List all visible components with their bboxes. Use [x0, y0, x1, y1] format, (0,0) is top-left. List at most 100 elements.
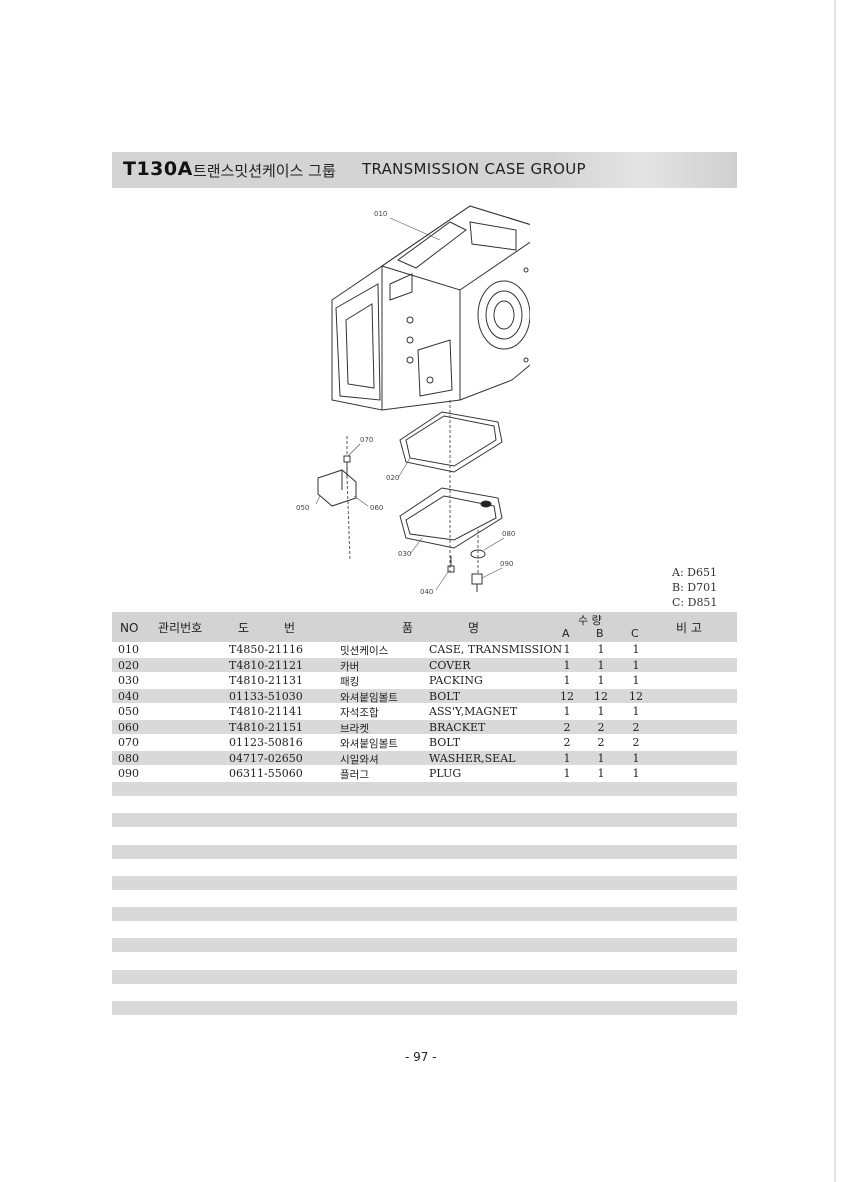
- cell-qty-a: 1: [563, 674, 571, 687]
- cell-name-english: CASE, TRANSMISSION: [429, 643, 563, 656]
- cell-name-korean: 패킹: [340, 676, 360, 688]
- callout-050: 050: [296, 504, 309, 512]
- cell-part-number: 06311-55060: [229, 767, 303, 780]
- row-stripe: [112, 782, 737, 796]
- cell-qty-c: 1: [632, 751, 640, 765]
- cell-part-number: T4810-21141: [229, 705, 304, 718]
- cell-name-korean: 와셔붙임볼트: [340, 738, 398, 750]
- cell-part-number: T4810-21131: [229, 674, 304, 687]
- page-number: - 97 -: [405, 1050, 437, 1064]
- header-remarks: 비 고: [676, 621, 702, 635]
- cell-qty-a: 1: [563, 643, 571, 656]
- cell-name-korean: 브라켓: [340, 722, 369, 735]
- header-management-no: 관리번호: [158, 621, 203, 635]
- cell-name-korean: 자석조합: [340, 707, 379, 719]
- cell-qty-a: 1: [563, 658, 571, 672]
- header-qty-b: B: [596, 627, 604, 640]
- table-row: 010 T4850-21116 밋션케이스 CASE, TRANSMISSION…: [112, 642, 737, 658]
- empty-row-stripe: [112, 907, 737, 921]
- empty-row-stripe: [112, 938, 737, 952]
- cell-qty-b: 2: [597, 720, 605, 734]
- callout-070: 070: [360, 436, 373, 444]
- callout-040: 040: [420, 588, 433, 596]
- cell-qty-a: 12: [560, 689, 574, 703]
- cell-qty-b: 1: [597, 674, 605, 687]
- cell-qty-a: 1: [563, 751, 571, 765]
- table-row: 060 T4810-21151 브라켓 BRACKET 2 2 2: [112, 720, 737, 736]
- group-header-band: [112, 152, 737, 188]
- table-row: 090 06311-55060 플러그 PLUG 1 1 1: [112, 766, 737, 782]
- parts-table-header: NO 관리번호 도 번 품 명 수 량 A B C 비 고: [112, 612, 737, 642]
- cell-no: 020: [118, 658, 139, 672]
- model-c: C: D851: [672, 596, 718, 609]
- cell-no: 040: [118, 689, 139, 703]
- group-code: T130A: [123, 158, 193, 180]
- cell-name-korean: 플러그: [340, 769, 369, 781]
- group-title-english: TRANSMISSION CASE GROUP: [362, 160, 586, 178]
- callout-060: 060: [370, 504, 383, 512]
- callout-080: 080: [502, 530, 515, 538]
- cell-no: 060: [118, 720, 139, 734]
- cell-qty-b: 2: [597, 736, 605, 749]
- cell-name-english: BRACKET: [429, 720, 486, 734]
- header-quantity: 수 량: [578, 614, 602, 627]
- magnet-assembly-drawing: [317, 469, 357, 507]
- cell-no: 070: [118, 736, 139, 749]
- cell-name-korean: 카버: [340, 660, 360, 673]
- table-row: 030 T4810-21131 패킹 PACKING 1 1 1: [112, 673, 737, 689]
- cell-qty-c: 12: [629, 689, 643, 703]
- plug-drawing: [471, 573, 483, 592]
- cell-no: 050: [118, 705, 139, 718]
- table-row: 040 01133-51030 와셔붙임볼트 BOLT 12 12 12: [112, 689, 737, 705]
- cell-part-number: T4810-21121: [229, 658, 304, 672]
- cell-part-number: T4810-21151: [229, 720, 304, 734]
- cover-drawing: [399, 487, 503, 549]
- table-row: 070 01123-50816 와셔붙임볼트 BOLT 2 2 2: [112, 735, 737, 751]
- bolt-070-drawing: [343, 455, 351, 476]
- callout-090: 090: [500, 560, 513, 568]
- row-stripe: [112, 658, 737, 672]
- model-legend: A: D651 B: D701 C: D851: [672, 565, 717, 610]
- cell-name-english: ASS'Y,MAGNET: [429, 705, 518, 718]
- table-row: 020 T4810-21121 카버 COVER 1 1 1: [112, 658, 737, 674]
- table-row: 050 T4810-21141 자석조합 ASS'Y,MAGNET 1 1 1: [112, 704, 737, 720]
- header-qty-a: A: [562, 627, 570, 640]
- cell-qty-b: 1: [597, 658, 605, 672]
- transmission-case-drawing: [331, 205, 530, 411]
- cell-name-english: WASHER,SEAL: [429, 751, 516, 765]
- callout-030: 030: [398, 550, 411, 558]
- row-stripe: [112, 720, 737, 734]
- cell-no: 030: [118, 674, 139, 687]
- cell-qty-c: 1: [632, 705, 640, 718]
- cell-name-korean: 와셔붙임볼트: [340, 691, 398, 704]
- cell-qty-b: 1: [597, 643, 605, 656]
- packing-drawing: [399, 411, 503, 473]
- cell-qty-c: 1: [632, 658, 640, 672]
- cell-qty-a: 1: [563, 767, 571, 780]
- header-drawing-2: 번: [284, 621, 296, 635]
- cell-qty-b: 1: [597, 751, 605, 765]
- cell-qty-a: 1: [563, 705, 571, 718]
- cell-qty-a: 2: [563, 720, 571, 734]
- model-a: A: D651: [672, 566, 717, 579]
- cell-qty-c: 2: [632, 720, 640, 734]
- empty-row-stripe: [112, 970, 737, 984]
- empty-row-stripe: [112, 845, 737, 859]
- empty-row-stripe: [112, 876, 737, 890]
- cell-qty-c: 2: [632, 736, 640, 749]
- cell-no: 010: [118, 643, 139, 656]
- cell-name-korean: 밋션케이스: [340, 645, 389, 657]
- cell-qty-c: 1: [632, 643, 640, 656]
- cell-part-number: 01133-51030: [229, 689, 303, 703]
- cell-part-number: 04717-02650: [229, 751, 303, 765]
- cell-name-english: COVER: [429, 658, 471, 672]
- cell-name-english: PACKING: [429, 674, 483, 687]
- cell-no: 080: [118, 751, 139, 765]
- header-no: NO: [120, 621, 139, 635]
- model-b: B: D701: [672, 581, 718, 594]
- cell-name-english: BOLT: [429, 689, 461, 703]
- cell-qty-c: 1: [632, 674, 640, 687]
- bolt-040-drawing: [447, 556, 455, 573]
- row-stripe: [112, 689, 737, 703]
- cell-qty-a: 2: [563, 736, 571, 749]
